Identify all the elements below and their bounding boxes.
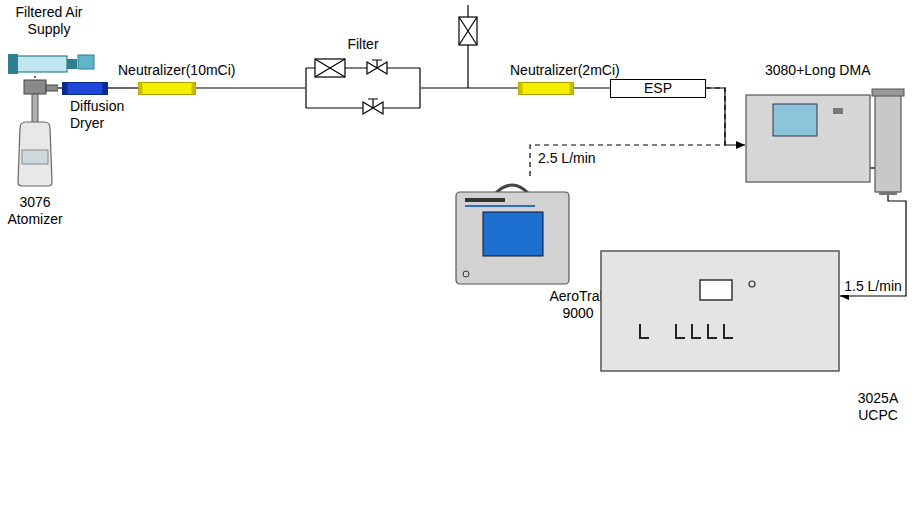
flow-line	[34, 76, 35, 78]
flow-rate-label: 1.5 L/min	[842, 278, 904, 295]
device-illustration	[745, 88, 905, 195]
air-supply: Filtered Air Supply	[5, 4, 97, 76]
flow-line	[108, 87, 138, 88]
flow-line	[196, 87, 305, 88]
device-label: Filter	[305, 36, 421, 53]
device-label: 3025A UCPC	[852, 390, 904, 424]
flow-line	[574, 87, 610, 88]
device-label: Diffusion Dryer	[70, 98, 134, 132]
flow-line	[58, 87, 62, 88]
device-illustration	[305, 58, 421, 118]
flow-line	[421, 87, 518, 88]
stub-filter-box	[459, 17, 477, 45]
device-illustration	[62, 82, 108, 95]
device-illustration	[600, 250, 840, 372]
device-label: 3080+Long DMA	[765, 62, 870, 79]
device-illustration	[12, 78, 58, 190]
device-illustration	[5, 52, 95, 76]
stub-filter-cross	[459, 17, 477, 45]
device-label: 3076 Atomizer	[4, 194, 66, 228]
device-icon	[62, 82, 108, 95]
device-icon	[455, 178, 570, 285]
device-icon	[518, 82, 574, 95]
device-icon	[12, 78, 58, 190]
atomizer: 3076 Atomizer	[2, 78, 68, 230]
diffusion-dryer: Diffusion Dryer	[62, 82, 132, 132]
device-icon	[745, 88, 905, 195]
filter-assembly: Filter	[305, 36, 421, 118]
device-illustration	[518, 82, 574, 95]
esp-box: ESP	[610, 79, 706, 98]
sample-line-dashed	[530, 88, 725, 178]
device-label: Neutralizer(10mCi)	[118, 62, 235, 79]
device-label: Neutralizer(2mCi)	[510, 62, 620, 79]
aerotrak-counter: AeroTrak 9000	[455, 178, 615, 328]
device-icon	[138, 82, 196, 95]
device-illustration	[455, 178, 570, 285]
dma-classifier: 3080+Long DMA	[745, 62, 905, 195]
neutralizer: Neutralizer(2mCi)	[510, 62, 600, 95]
flow-rate-label: 2.5 L/min	[536, 150, 598, 167]
device-label: ESP	[611, 80, 705, 97]
flow-line	[840, 195, 906, 296]
device-illustration	[138, 82, 196, 95]
device-label: Filtered Air Supply	[13, 4, 85, 38]
device-icon	[600, 250, 840, 372]
device-icon	[5, 52, 95, 76]
device-icon	[305, 58, 421, 118]
neutralizer: Neutralizer(10mCi)	[118, 62, 218, 95]
